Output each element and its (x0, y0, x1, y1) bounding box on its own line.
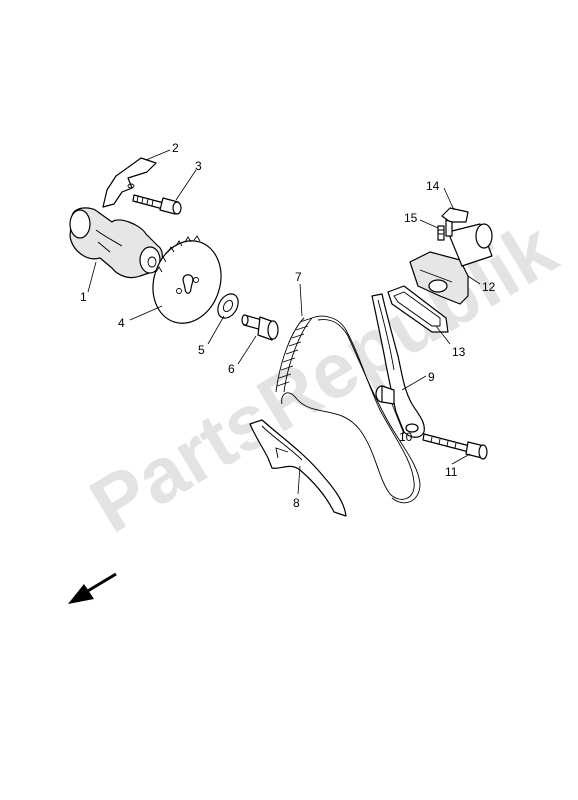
part-2-bracket[interactable] (102, 157, 157, 208)
part-5-washer[interactable] (214, 290, 243, 322)
part-10-collar[interactable] (375, 385, 395, 405)
callout-10: 10 (399, 430, 413, 444)
callout-2: 2 (172, 141, 179, 155)
part-14-bolt[interactable] (441, 207, 469, 237)
callout-1: 1 (80, 290, 87, 304)
part-1-camshaft[interactable] (69, 207, 163, 279)
callout-9: 9 (428, 370, 435, 384)
callout-numbers: 1 2 3 4 5 6 7 8 9 10 11 12 13 14 15 (80, 141, 496, 510)
callout-6: 6 (228, 362, 235, 376)
callout-3: 3 (195, 159, 202, 173)
part-3-bolt[interactable] (132, 194, 182, 215)
callout-14: 14 (426, 179, 440, 193)
callout-12: 12 (482, 280, 496, 294)
part-4-cam-sprocket[interactable] (143, 232, 232, 332)
callout-7: 7 (295, 270, 302, 284)
part-13-gasket[interactable] (387, 285, 449, 333)
part-7-timing-chain[interactable] (275, 315, 421, 504)
part-11-bolt[interactable] (422, 433, 488, 460)
part-8-chain-guide[interactable] (249, 419, 347, 517)
part-15-pin[interactable] (437, 225, 445, 241)
part-9-tensioner-guide[interactable] (371, 293, 425, 438)
callout-4: 4 (118, 316, 125, 330)
leader-lines (87, 149, 481, 495)
callout-8: 8 (293, 496, 300, 510)
callout-5: 5 (198, 343, 205, 357)
callout-11: 11 (445, 465, 458, 479)
callout-15: 15 (404, 211, 418, 225)
arrow-down-left-icon (68, 572, 117, 604)
part-12-chain-tensioner[interactable] (409, 223, 493, 305)
part-6-bolt[interactable] (241, 314, 279, 341)
callout-13: 13 (452, 345, 466, 359)
